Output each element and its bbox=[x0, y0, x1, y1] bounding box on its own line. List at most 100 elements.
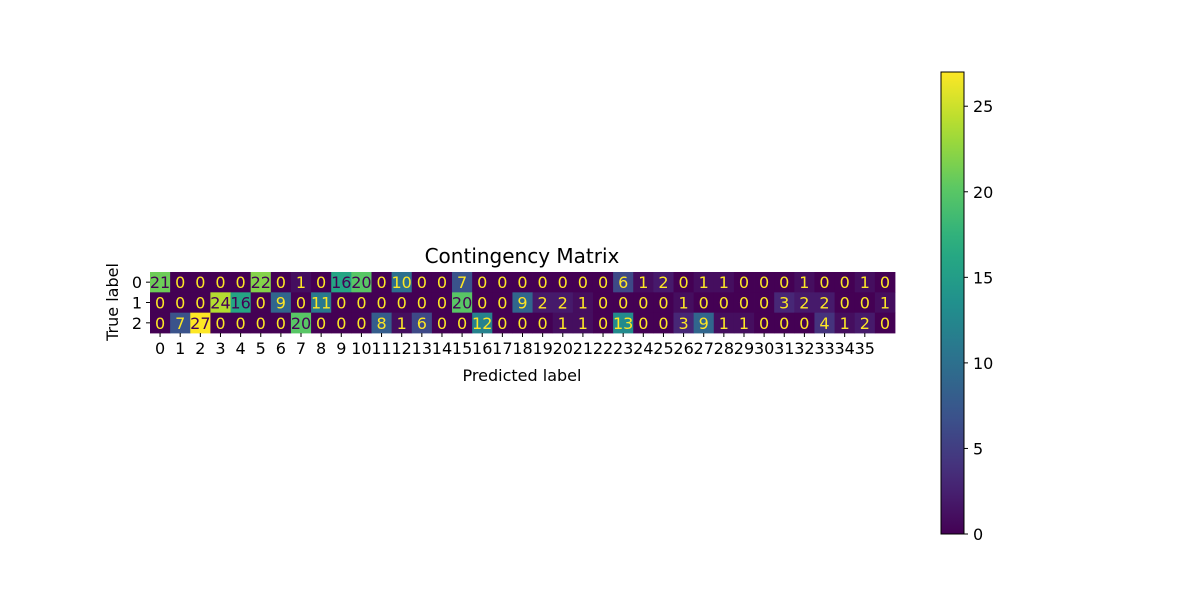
cell-value-label: 0 bbox=[719, 294, 729, 313]
cell-value-label: 0 bbox=[517, 314, 527, 333]
cell-value-label: 0 bbox=[397, 294, 407, 313]
x-tick-label: 23 bbox=[613, 339, 633, 358]
heatmap-cell bbox=[331, 292, 352, 314]
heatmap-cell bbox=[794, 312, 815, 334]
cell-value-label: 0 bbox=[739, 294, 749, 313]
cell-value-label: 12 bbox=[472, 314, 492, 333]
heatmap-cell bbox=[572, 272, 594, 293]
cell-value-label: 2 bbox=[658, 273, 668, 292]
cell-value-label: 0 bbox=[316, 273, 326, 292]
heatmap-cell bbox=[532, 292, 554, 314]
x-tick-label: 21 bbox=[573, 339, 593, 358]
cell-value-label: 27 bbox=[190, 314, 210, 333]
cell-value-label: 0 bbox=[477, 273, 487, 292]
cell-value-label: 0 bbox=[598, 314, 608, 333]
cell-value-label: 1 bbox=[860, 273, 870, 292]
heatmap-cell bbox=[633, 272, 654, 293]
cell-value-label: 2 bbox=[860, 314, 870, 333]
cell-value-label: 0 bbox=[658, 294, 668, 313]
cell-value-label: 0 bbox=[236, 314, 246, 333]
x-tick-label: 16 bbox=[472, 339, 492, 358]
heatmap-cell bbox=[834, 292, 856, 314]
cell-value-label: 0 bbox=[598, 273, 608, 292]
heatmap-cell bbox=[351, 312, 372, 334]
cell-value-label: 9 bbox=[517, 294, 527, 313]
heatmap-cell bbox=[794, 272, 815, 293]
cell-value-label: 16 bbox=[331, 273, 351, 292]
heatmap-cell bbox=[431, 292, 453, 314]
x-tick-label: 3 bbox=[215, 339, 225, 358]
cell-value-label: 0 bbox=[880, 314, 890, 333]
cell-value-label: 0 bbox=[437, 294, 447, 313]
heatmap-cell bbox=[532, 272, 554, 293]
cell-value-label: 2 bbox=[799, 294, 809, 313]
heatmap-cell bbox=[754, 312, 775, 334]
cell-value-label: 0 bbox=[840, 294, 850, 313]
cell-value-label: 0 bbox=[638, 294, 648, 313]
cell-value-label: 1 bbox=[638, 273, 648, 292]
heatmap-cell bbox=[250, 292, 272, 314]
cell-value-label: 24 bbox=[210, 294, 230, 313]
heatmap-cell bbox=[190, 292, 211, 314]
cell-value-label: 0 bbox=[336, 294, 346, 313]
cell-value-label: 3 bbox=[678, 314, 688, 333]
x-tick-label: 15 bbox=[452, 339, 472, 358]
cell-value-label: 0 bbox=[175, 294, 185, 313]
cell-value-label: 11 bbox=[311, 294, 331, 313]
heatmap-cell bbox=[230, 272, 252, 293]
heatmap-cell bbox=[270, 272, 292, 293]
cell-value-label: 0 bbox=[598, 294, 608, 313]
heatmap-cell bbox=[794, 292, 815, 314]
heatmap-cell bbox=[673, 292, 695, 314]
y-axis-ticks: 012 bbox=[132, 273, 150, 333]
heatmap-cell bbox=[452, 272, 473, 293]
cell-value-label: 0 bbox=[175, 273, 185, 292]
heatmap-cell bbox=[854, 272, 876, 293]
cell-value-label: 0 bbox=[417, 294, 427, 313]
cell-value-label: 0 bbox=[880, 273, 890, 292]
cell-value-label: 1 bbox=[558, 314, 568, 333]
x-tick-label: 31 bbox=[774, 339, 794, 358]
heatmap-cell bbox=[331, 272, 352, 293]
cell-value-label: 2 bbox=[819, 294, 829, 313]
heatmap-cell bbox=[411, 312, 433, 334]
cell-value-label: 0 bbox=[356, 294, 366, 313]
cell-value-label: 1 bbox=[739, 314, 749, 333]
heatmap-cell bbox=[552, 292, 574, 314]
cell-value-label: 0 bbox=[497, 294, 507, 313]
x-tick-label: 22 bbox=[593, 339, 613, 358]
cell-value-label: 0 bbox=[497, 273, 507, 292]
cell-value-label: 0 bbox=[256, 314, 266, 333]
heatmap-cell bbox=[411, 272, 433, 293]
x-tick-label: 8 bbox=[316, 339, 326, 358]
cell-value-label: 2 bbox=[538, 294, 548, 313]
cell-value-label: 0 bbox=[517, 273, 527, 292]
y-tick-label: 0 bbox=[132, 273, 142, 292]
heatmap-cell bbox=[391, 312, 413, 334]
heatmap-cell bbox=[814, 272, 835, 293]
cell-value-label: 0 bbox=[699, 294, 709, 313]
x-tick-label: 14 bbox=[432, 339, 452, 358]
heatmap-cell bbox=[653, 312, 674, 334]
cell-value-label: 0 bbox=[477, 294, 487, 313]
heatmap-cell bbox=[874, 292, 896, 314]
heatmap-cell bbox=[311, 312, 332, 334]
colorbar-gradient bbox=[940, 71, 965, 535]
x-tick-label: 35 bbox=[855, 339, 875, 358]
heatmap-cell bbox=[170, 292, 191, 314]
cell-value-label: 0 bbox=[437, 273, 447, 292]
heatmap-cell bbox=[613, 272, 634, 293]
heatmap-cell bbox=[170, 312, 191, 334]
x-tick-label: 19 bbox=[532, 339, 552, 358]
cell-value-label: 0 bbox=[759, 294, 769, 313]
cell-value-label: 9 bbox=[276, 294, 286, 313]
cell-value-label: 20 bbox=[452, 294, 472, 313]
heatmap-cell bbox=[391, 292, 413, 314]
cell-value-label: 0 bbox=[236, 273, 246, 292]
heatmap-cell bbox=[351, 272, 372, 293]
cell-value-label: 0 bbox=[538, 314, 548, 333]
